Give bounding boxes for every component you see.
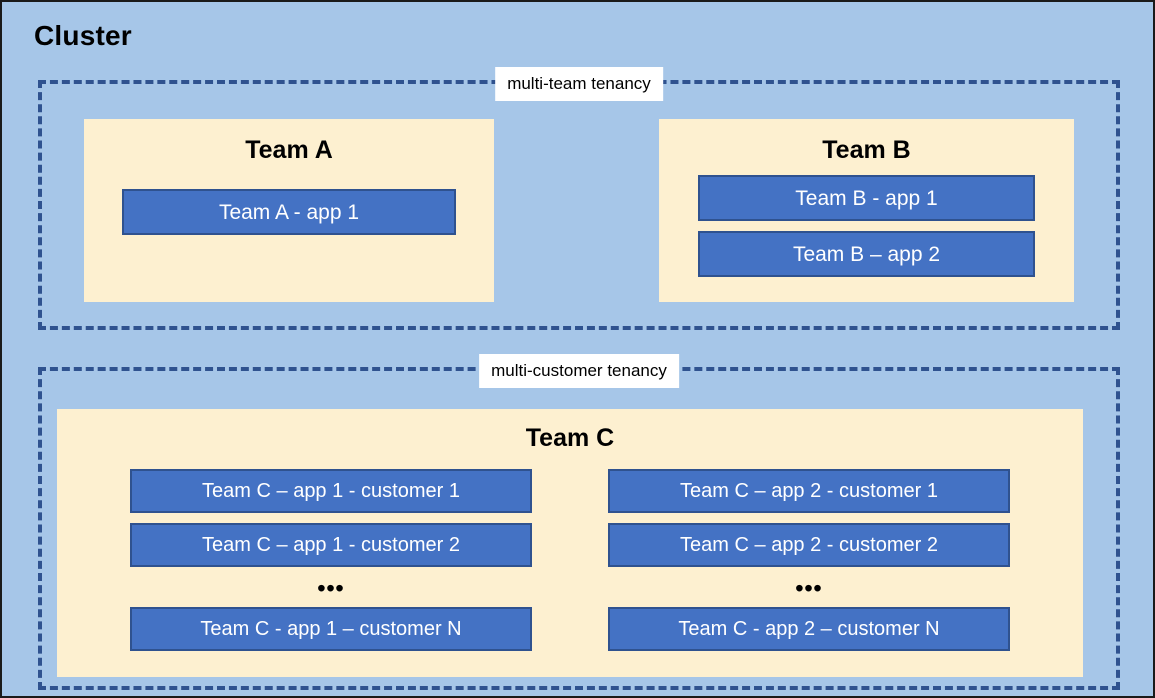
app-chip[interactable]: Team C – app 2 - customer 2 <box>608 523 1010 567</box>
tenancy-group-multi-team: multi-team tenancy <box>38 67 1120 330</box>
app-column-app-1: Team C – app 1 - customer 1 Team C – app… <box>130 469 532 651</box>
app-chip[interactable]: Team A - app 1 <box>122 189 456 235</box>
app-grid-team-c: Team C – app 1 - customer 1 Team C – app… <box>57 469 1083 651</box>
ellipsis-indicator: ••• <box>795 575 823 601</box>
app-chip[interactable]: Team C - app 2 – customer N <box>608 607 1010 651</box>
team-box-team-a: Team A Team A - app 1 <box>84 119 494 302</box>
app-chip[interactable]: Team B – app 2 <box>698 231 1035 277</box>
app-column-app-2: Team C – app 2 - customer 1 Team C – app… <box>608 469 1010 651</box>
team-box-team-b: Team B Team B - app 1 Team B – app 2 <box>659 119 1074 302</box>
team-box-team-c: Team C Team C – app 1 - customer 1 Team … <box>57 409 1083 677</box>
ellipsis-indicator: ••• <box>317 575 345 601</box>
app-chip[interactable]: Team C – app 2 - customer 1 <box>608 469 1010 513</box>
tenancy-group-multi-customer: multi-customer tenancy <box>38 354 1120 690</box>
app-chip[interactable]: Team C – app 1 - customer 2 <box>130 523 532 567</box>
app-chip[interactable]: Team C - app 1 – customer N <box>130 607 532 651</box>
team-title-team-b: Team B <box>822 136 911 164</box>
app-list-team-b: Team B - app 1 Team B – app 2 <box>659 175 1074 277</box>
tenancy-label-multi-team: multi-team tenancy <box>495 67 663 101</box>
cluster-title: Cluster <box>34 20 132 51</box>
app-chip[interactable]: Team B - app 1 <box>698 175 1035 221</box>
team-title-team-a: Team A <box>245 136 333 164</box>
app-list-team-a: Team A - app 1 <box>84 189 494 235</box>
tenancy-label-multi-customer: multi-customer tenancy <box>479 354 679 388</box>
team-title-team-c: Team C <box>525 424 615 452</box>
app-chip[interactable]: Team C – app 1 - customer 1 <box>130 469 532 513</box>
